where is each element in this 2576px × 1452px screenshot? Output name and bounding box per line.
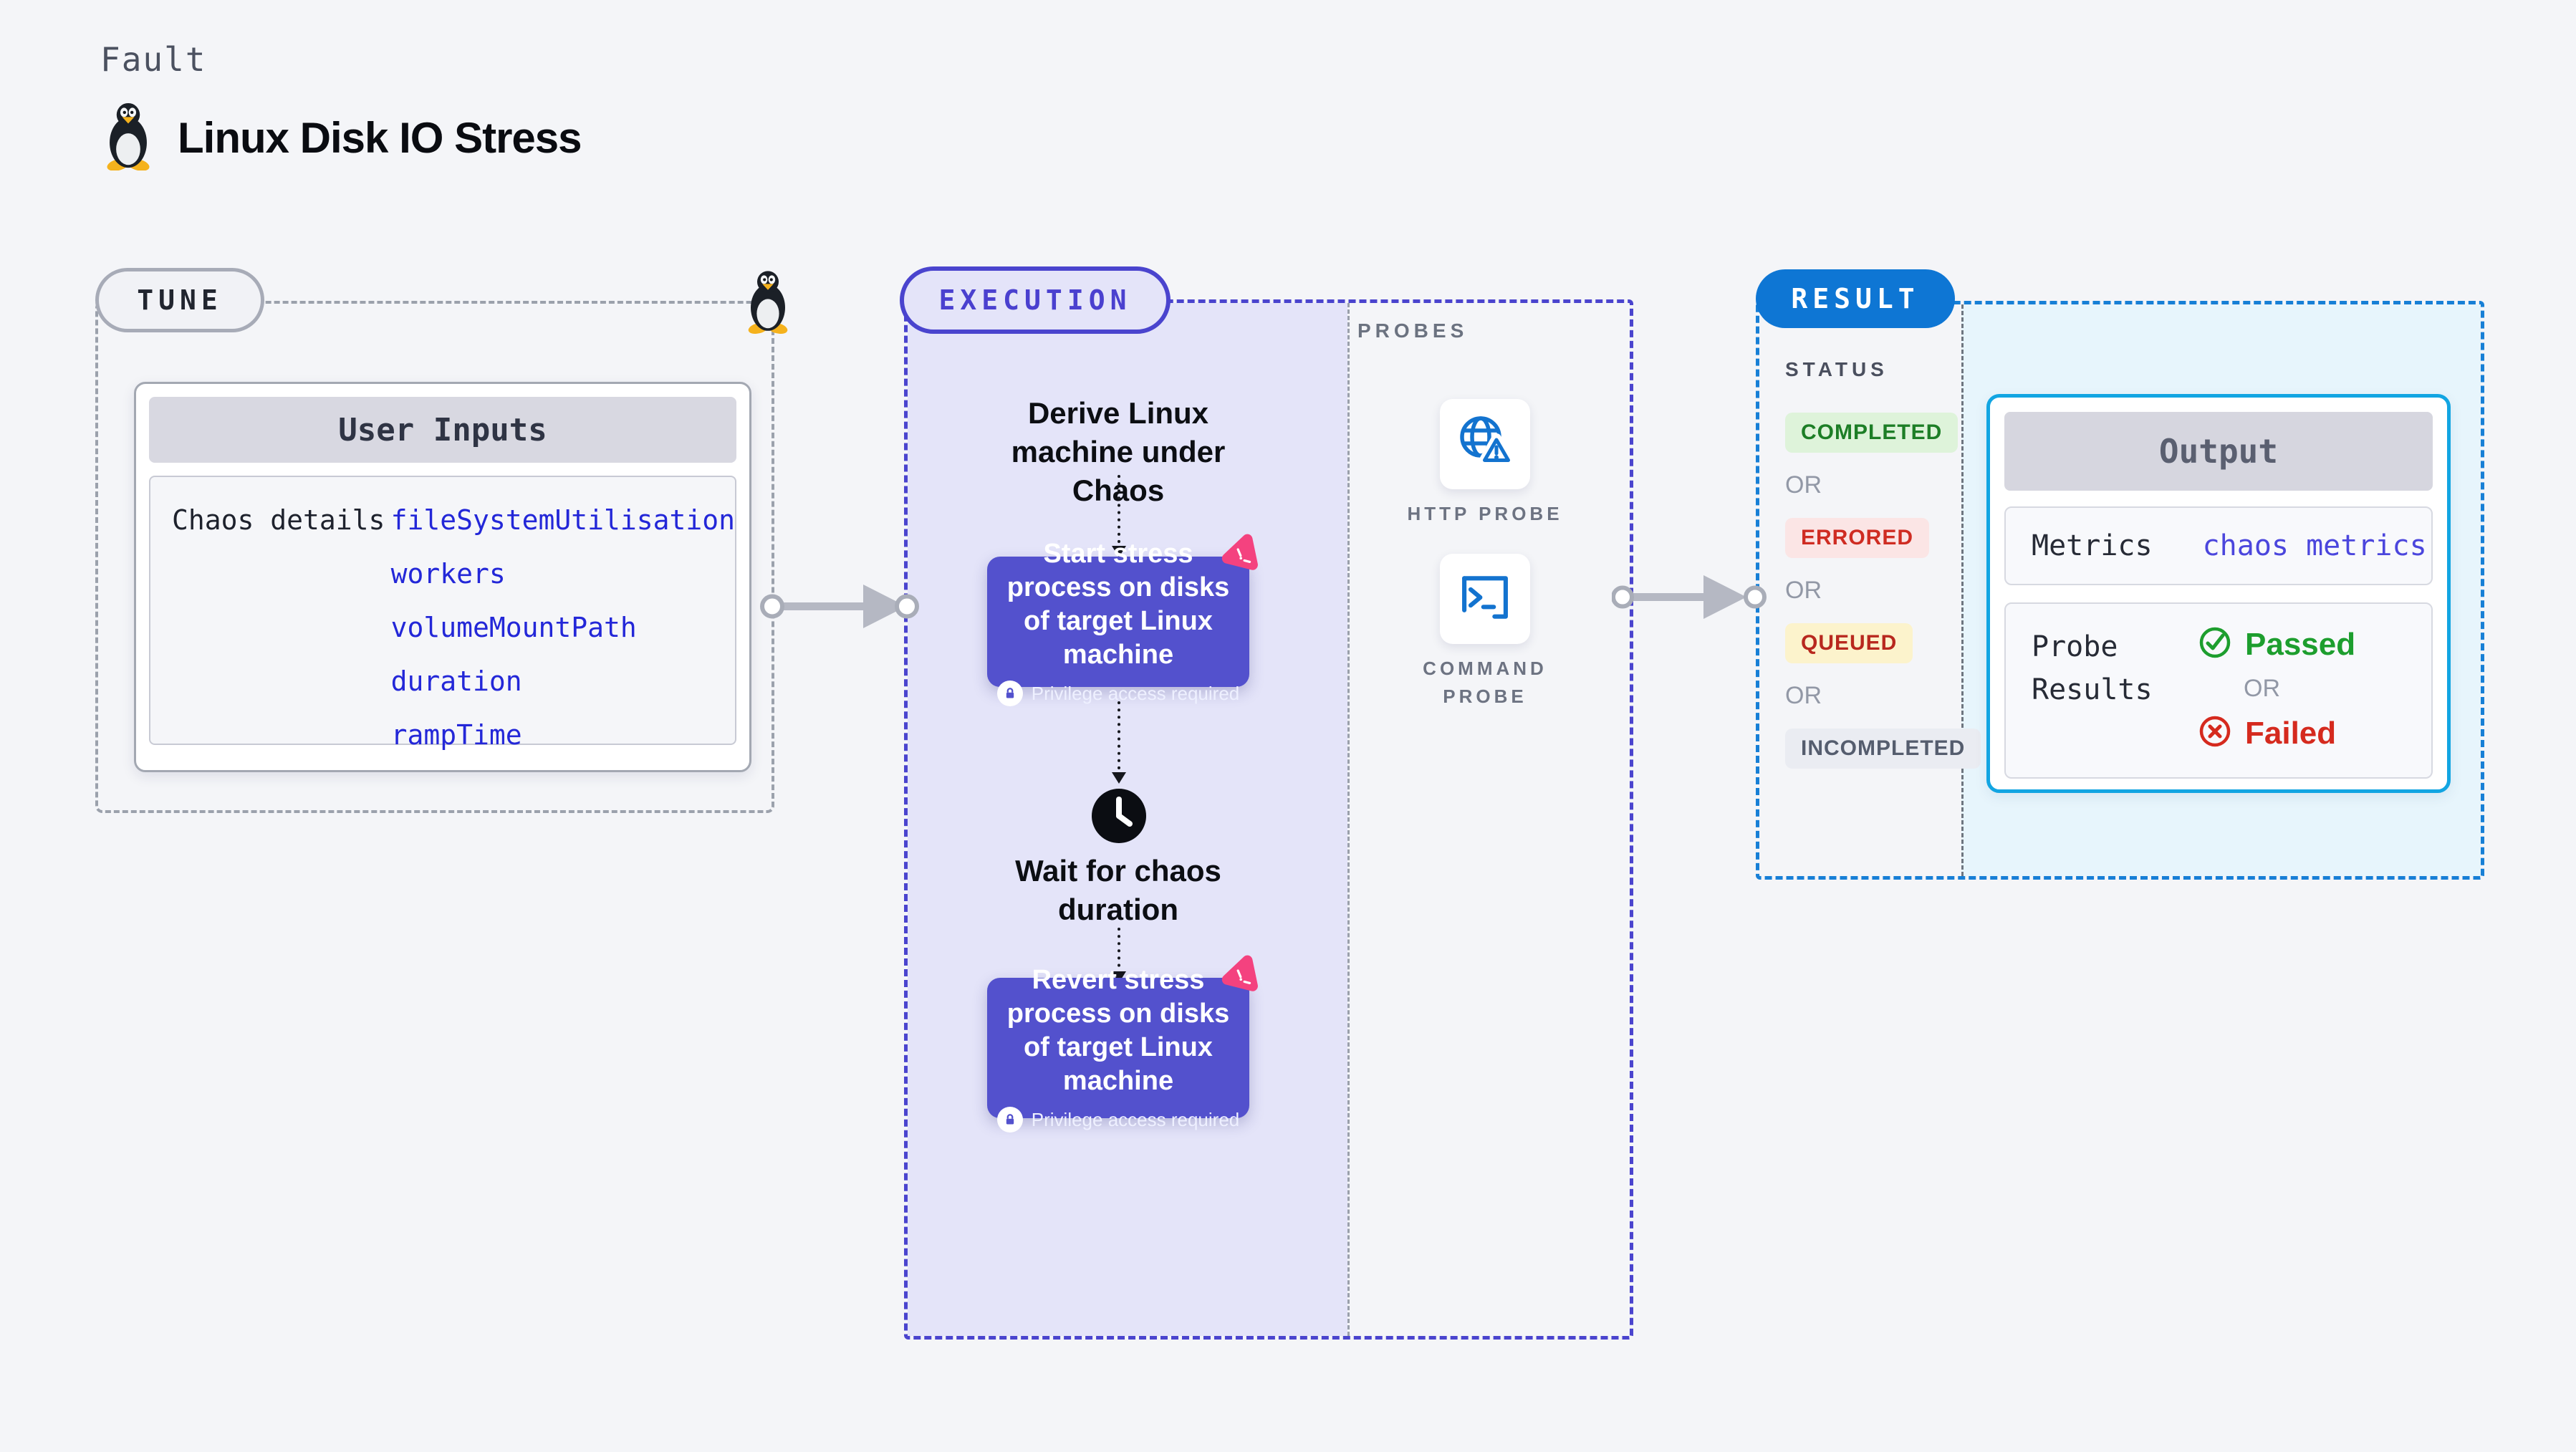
page-header: Linux Disk IO Stress [100, 102, 582, 174]
execution-probes-divider [1347, 303, 1350, 1336]
probe-results-row: Probe Results Passed OR [2004, 602, 2433, 779]
revert-stress-node: Revert stress process on disks of target… [987, 955, 1258, 1133]
tune-stage-pill: TUNE [95, 268, 264, 332]
status-badge-queued: QUEUED [1785, 623, 1913, 663]
start-stress-label: Start stress process on disks of target … [1006, 538, 1230, 670]
failed-label: Failed [2245, 715, 2337, 751]
flow-arrow-down-icon [1110, 475, 1128, 562]
status-badge-incompleted: INCOMPLETED [1785, 729, 1981, 769]
status-output-divider [1961, 304, 1964, 876]
or-label: OR [1785, 577, 1822, 604]
linux-tux-icon [100, 102, 156, 174]
probe-results-values: Passed OR Failed [2198, 625, 2355, 777]
output-title: Output [2004, 412, 2433, 491]
fault-kicker: Fault [100, 40, 207, 79]
user-inputs-table: Chaos details fileSystemUtilisation work… [149, 476, 736, 751]
start-stress-node: Start stress process on disks of target … [987, 534, 1258, 707]
linux-tux-corner-icon [742, 269, 794, 337]
chaos-details-label: Chaos details [172, 504, 385, 536]
or-label: OR [2244, 675, 2280, 702]
terminal-icon [1456, 572, 1514, 627]
revert-stress-label: Revert stress process on disks of target… [1006, 964, 1230, 1097]
litmus-chaos-icon [1216, 532, 1264, 581]
lock-icon [996, 1107, 1023, 1133]
metrics-label: Metrics [2032, 529, 2153, 562]
probes-section-label: PROBES [1357, 319, 1469, 342]
metrics-row: Metrics chaos metrics [2004, 506, 2433, 585]
input-item: duration [390, 665, 522, 697]
input-item: fileSystemUtilisation [390, 504, 735, 536]
status-column: STATUS COMPLETED OR ERRORED OR QUEUED OR… [1785, 358, 1981, 769]
flow-arrow-down-icon [1110, 928, 1128, 987]
status-heading: STATUS [1785, 358, 1888, 380]
command-probe-label: COMMAND PROBE [1423, 658, 1547, 707]
status-badge-errored: ERRORED [1785, 518, 1930, 558]
passed-item: Passed [2198, 625, 2355, 663]
user-inputs-title: User Inputs [149, 397, 736, 463]
privilege-row: Privilege access required [996, 681, 1240, 707]
page-title: Linux Disk IO Stress [178, 114, 582, 162]
or-label: OR [1785, 471, 1822, 499]
input-item: workers [390, 558, 506, 590]
derive-step-text: Derive Linux machine under Chaos [1011, 396, 1226, 507]
execution-to-result-arrow [1611, 568, 1769, 629]
check-circle-icon [2198, 625, 2232, 663]
or-label: OR [1785, 682, 1822, 709]
input-item: rampTime [390, 719, 522, 751]
input-item: volumeMountPath [390, 612, 637, 643]
metrics-value: chaos metrics [2202, 529, 2427, 562]
execution-flow-area: Derive Linux machine under Chaos Star [908, 303, 1347, 1336]
http-probe-card [1440, 399, 1530, 489]
chaos-input-list: fileSystemUtilisation workers volumeMoun… [390, 504, 735, 751]
litmus-chaos-icon [1216, 953, 1264, 1002]
http-probe-label: HTTP PROBE [1407, 503, 1563, 524]
tune-to-execution-arrow [749, 577, 921, 638]
probe-results-label: Probe Results [2032, 630, 2153, 706]
privilege-row: Privilege access required [996, 1107, 1240, 1133]
execution-stage-pill: EXECUTION [900, 266, 1171, 334]
wait-step-text: Wait for chaos duration [1015, 854, 1221, 926]
privilege-note: Privilege access required [1031, 1108, 1240, 1130]
status-badge-completed: COMPLETED [1785, 413, 1959, 453]
flow-arrow-down-icon [1110, 701, 1128, 788]
clock-icon [1090, 787, 1148, 848]
command-probe-card [1440, 554, 1530, 644]
result-stage-pill: RESULT [1756, 269, 1955, 328]
x-circle-icon [2198, 714, 2232, 752]
privilege-note: Privilege access required [1031, 682, 1240, 704]
user-inputs-card: User Inputs Chaos details fileSystemUtil… [134, 382, 751, 772]
tune-stage-box [95, 301, 774, 813]
failed-item: Failed [2198, 714, 2355, 752]
lock-icon [996, 681, 1023, 707]
globe-warning-icon [1453, 411, 1517, 478]
passed-label: Passed [2245, 626, 2356, 662]
execution-stage-box: Derive Linux machine under Chaos Star [904, 299, 1633, 1340]
output-card: Output Metrics chaos metrics Probe Resul… [1986, 394, 2451, 793]
